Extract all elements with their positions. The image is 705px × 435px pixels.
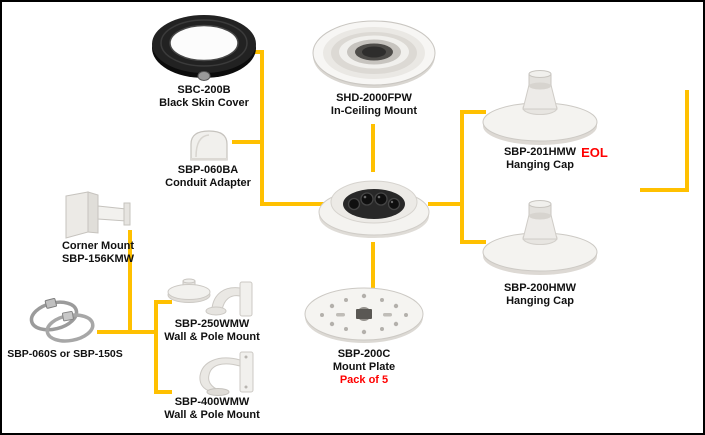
wall-mount-400-image [166, 348, 258, 396]
connector-camera-right [428, 202, 464, 206]
wall-mount-400-model: SBP-400WMW [174, 396, 250, 408]
hanging-cap-201-model: SBP-201HMW [503, 146, 577, 158]
skin-cover-label: SBC-200B Black Skin Cover [132, 84, 276, 110]
straps-model: SBP-060S or SBP-150S [7, 348, 123, 360]
skin-cover-name: Black Skin Cover [159, 97, 249, 109]
connector-camera-ceiling [371, 124, 375, 172]
wall-mount-400-label: SBP-400WMW Wall & Pole Mount [145, 396, 279, 422]
wall-mount-250-model: SBP-250WMW [174, 318, 250, 330]
camera-image [318, 170, 430, 240]
straps-image [26, 294, 100, 348]
connector-camera-left [260, 202, 324, 206]
conduit-adapter-model: SBP-060BA [177, 164, 239, 176]
eol-badge: EOL [581, 145, 608, 160]
connector-left-bus-vertical [260, 50, 264, 206]
mount-plate-pack-note: Pack of 5 [339, 374, 389, 386]
mount-plate-image [302, 284, 426, 346]
mount-plate-model: SBP-200C [337, 348, 391, 360]
hanging-cap-201-name: Hanging Cap [506, 159, 574, 171]
connector-straps-horizontal [97, 330, 158, 334]
hanging-cap-200-name: Hanging Cap [506, 295, 574, 307]
connector-camera-mount-plate [371, 242, 375, 288]
wall-mount-250-image [166, 278, 258, 320]
conduit-adapter-label: SBP-060BA Conduit Adapter [138, 164, 278, 190]
wall-mount-250-label: SBP-250WMW Wall & Pole Mount [145, 318, 279, 344]
hanging-cap-201-label: SBP-201HMW EOL Hanging Cap [470, 146, 610, 172]
conduit-adapter-name: Conduit Adapter [165, 177, 251, 189]
conduit-adapter-image [186, 126, 232, 164]
connector-cap200-stub [460, 240, 486, 244]
connector-far-right-vertical [685, 90, 689, 192]
corner-mount-image [58, 188, 136, 240]
in-ceiling-mount-image [310, 14, 438, 92]
hanging-cap-200-model: SBP-200HMW [503, 282, 577, 294]
hanging-cap-200-image [480, 198, 600, 282]
corner-mount-name: Corner Mount [61, 240, 135, 252]
mount-plate-label: SBP-200C Mount Plate Pack of 5 [300, 348, 428, 387]
connector-cap201-stub [460, 110, 486, 114]
connector-right-bus-vertical [460, 110, 464, 244]
connector-corner-mount-vertical [128, 230, 132, 334]
in-ceiling-mount-name: In-Ceiling Mount [330, 105, 418, 117]
corner-mount-label: Corner Mount SBP-156KMW [36, 240, 160, 266]
wall-mount-250-name: Wall & Pole Mount [164, 331, 260, 343]
in-ceiling-mount-label: SHD-2000FPW In-Ceiling Mount [302, 92, 446, 118]
connector-wall-mount-bus [154, 300, 158, 394]
wall-mount-400-name: Wall & Pole Mount [164, 409, 260, 421]
skin-cover-model: SBC-200B [177, 84, 231, 96]
connector-wm250-stub [154, 300, 172, 304]
mount-plate-name: Mount Plate [332, 361, 396, 373]
hanging-cap-201-model-line: SBP-201HMW EOL [470, 146, 610, 159]
hanging-cap-201-image [480, 68, 600, 152]
connector-far-right-horizontal [640, 188, 689, 192]
skin-cover-image [150, 12, 258, 82]
in-ceiling-mount-model: SHD-2000FPW [336, 92, 412, 104]
corner-mount-model: SBP-156KMW [61, 253, 135, 265]
connector-wm400-stub [154, 390, 172, 394]
hanging-cap-200-label: SBP-200HMW Hanging Cap [470, 282, 610, 308]
connector-conduit-stub [232, 140, 264, 144]
straps-label: SBP-060S or SBP-150S [2, 348, 128, 361]
